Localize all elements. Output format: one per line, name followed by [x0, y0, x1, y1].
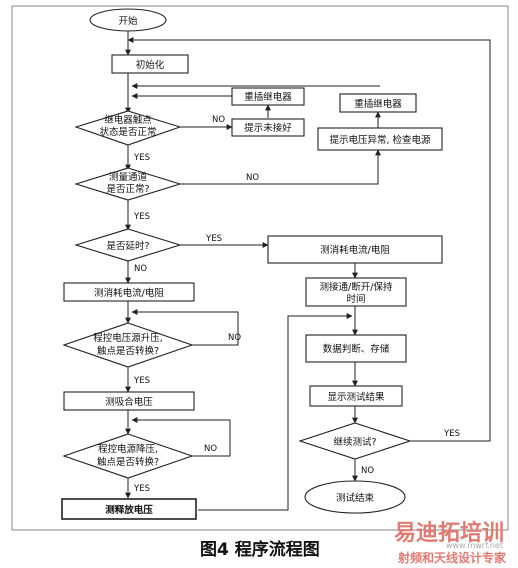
raise-voltage-line1: 程控电压源升压,: [93, 332, 163, 344]
relay-check-line2: 状态是否正常: [99, 126, 156, 138]
edge-lower-no: [131, 417, 231, 457]
continue-test-label: 继续测试?: [333, 436, 376, 448]
show-result-node: 显示测试结果: [309, 385, 403, 407]
channel-check-line2: 是否正常?: [106, 183, 149, 195]
measure-pull-in-node: 测吸合电压: [63, 391, 195, 411]
watermark-url: www.mwrf.net: [446, 541, 503, 550]
watermark-title: 易迪拓培训: [394, 520, 504, 546]
figure-caption: 图4 程序流程图: [200, 539, 320, 560]
channel-check-line1: 测量通道: [109, 171, 148, 183]
replug-relay-1-label: 重插继电器: [244, 91, 292, 103]
measure-current-right-node: 测消耗电流/电阻: [267, 235, 443, 264]
raise-voltage-decision: 程控电压源升压, 触点是否转换?: [62, 322, 194, 368]
edge-labels: NO YES NO YES YES NO NO YES NO YES YES N…: [133, 115, 460, 494]
label-channel-yes: YES: [133, 212, 150, 222]
end-node: 测试结束: [304, 480, 406, 514]
lower-voltage-decision: 程控电源降压, 触点是否转换?: [62, 433, 194, 479]
label-continue-yes: YES: [443, 429, 460, 439]
raise-voltage-line2: 触点是否转换?: [97, 345, 159, 357]
measure-current-left-label: 测消耗电流/电阻: [94, 287, 164, 299]
init-node: 初始化: [111, 54, 189, 74]
lower-voltage-line1: 程控电源降压,: [98, 443, 158, 455]
label-channel-no: NO: [246, 173, 259, 183]
label-lower-yes: YES: [133, 484, 150, 494]
label-delay-no: NO: [134, 264, 147, 274]
label-raise-no: NO: [228, 333, 241, 343]
prompt-bad-contact-node: 提示未接好: [231, 118, 305, 137]
measure-current-right-label: 测消耗电流/电阻: [320, 244, 390, 256]
measure-times-line2: 时间: [346, 293, 365, 305]
relay-check-decision: 继电器触点 状态是否正常: [74, 110, 182, 146]
measure-pull-in-label: 测吸合电压: [105, 396, 153, 408]
continue-test-decision: 继续测试?: [298, 422, 412, 460]
measure-times-line1: 测接通/断开/保持: [320, 281, 393, 293]
show-result-label: 显示测试结果: [327, 391, 385, 403]
measure-release-node: 测释放电压: [61, 498, 197, 520]
edge-raise-no: [131, 309, 239, 346]
measure-release-label: 测释放电压: [105, 504, 153, 516]
edge-channel-no: [178, 149, 381, 185]
lower-voltage-line2: 触点是否转换?: [97, 456, 159, 468]
replug-relay-1-node: 重插继电器: [231, 87, 305, 106]
start-label: 开始: [118, 15, 138, 27]
end-label: 测试结束: [336, 492, 375, 504]
label-continue-no: NO: [361, 466, 374, 476]
measure-times-node: 测接通/断开/保持 时间: [305, 277, 407, 307]
channel-check-decision: 测量通道 是否正常?: [74, 167, 182, 201]
start-node: 开始: [89, 8, 167, 32]
measure-current-left-node: 测消耗电流/电阻: [63, 282, 195, 302]
label-lower-no: NO: [204, 444, 217, 454]
watermark-subtitle: 射频和天线设计专家: [397, 550, 507, 565]
edge-release-data: [198, 313, 353, 511]
prompt-voltage-label: 提示电压异常, 检查电源: [329, 134, 431, 146]
prompt-bad-contact-label: 提示未接好: [244, 122, 292, 134]
data-judge-node: 数据判断、存储: [305, 334, 407, 363]
watermark: 易迪拓培训 www.mwrf.net 射频和天线设计专家: [394, 520, 507, 565]
label-relay-no: NO: [212, 115, 225, 125]
figure-frame: [11, 5, 509, 531]
edge-continue-yes: [127, 37, 491, 442]
label-delay-yes: YES: [205, 234, 222, 244]
label-relay-yes: YES: [133, 153, 150, 163]
relay-check-line1: 继电器触点: [104, 114, 152, 126]
flow-edges: [125, 30, 491, 511]
delay-check-decision: 是否延时?: [74, 228, 182, 262]
init-label: 初始化: [136, 59, 165, 71]
label-raise-yes: YES: [133, 376, 150, 386]
prompt-voltage-node: 提示电压异常, 检查电源: [317, 127, 443, 151]
delay-check-label: 是否延时?: [106, 240, 149, 252]
data-judge-label: 数据判断、存储: [323, 343, 390, 355]
replug-relay-2-node: 重插继电器: [339, 93, 417, 113]
replug-relay-2-label: 重插继电器: [354, 98, 402, 110]
